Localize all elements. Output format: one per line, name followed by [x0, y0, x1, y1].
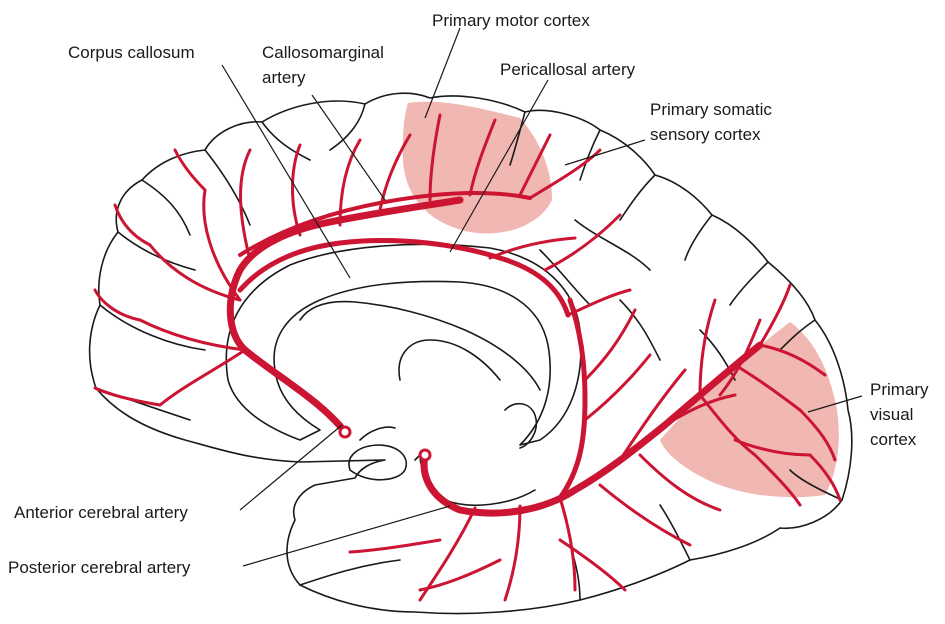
posterior-artery-cut-end	[420, 450, 430, 460]
label-primary-visual-line2: visual	[870, 405, 913, 424]
label-primary-visual-line3: cortex	[870, 430, 917, 449]
thalamus-outline	[349, 445, 406, 480]
label-corpus-callosum: Corpus callosum	[68, 43, 195, 62]
label-callosomarginal-line2: artery	[262, 68, 306, 87]
label-primary-somatic-line1: Primary somatic	[650, 100, 772, 119]
fornix-outline	[300, 302, 540, 390]
brainstem-outline	[415, 455, 535, 505]
midbrain-outline	[360, 404, 536, 448]
label-callosomarginal-line1: Callosomarginal	[262, 43, 384, 62]
anterior-artery-cut-end	[340, 427, 350, 437]
label-pericallosal-artery: Pericallosal artery	[500, 60, 636, 79]
label-anterior-cerebral-artery: Anterior cerebral artery	[14, 503, 188, 522]
label-primary-motor-cortex: Primary motor cortex	[432, 11, 590, 30]
label-primary-visual-line1: Primary	[870, 380, 929, 399]
label-primary-somatic-line2: sensory cortex	[650, 125, 761, 144]
label-posterior-cerebral-artery: Posterior cerebral artery	[8, 558, 191, 577]
corpus-callosum-outline	[226, 244, 581, 445]
